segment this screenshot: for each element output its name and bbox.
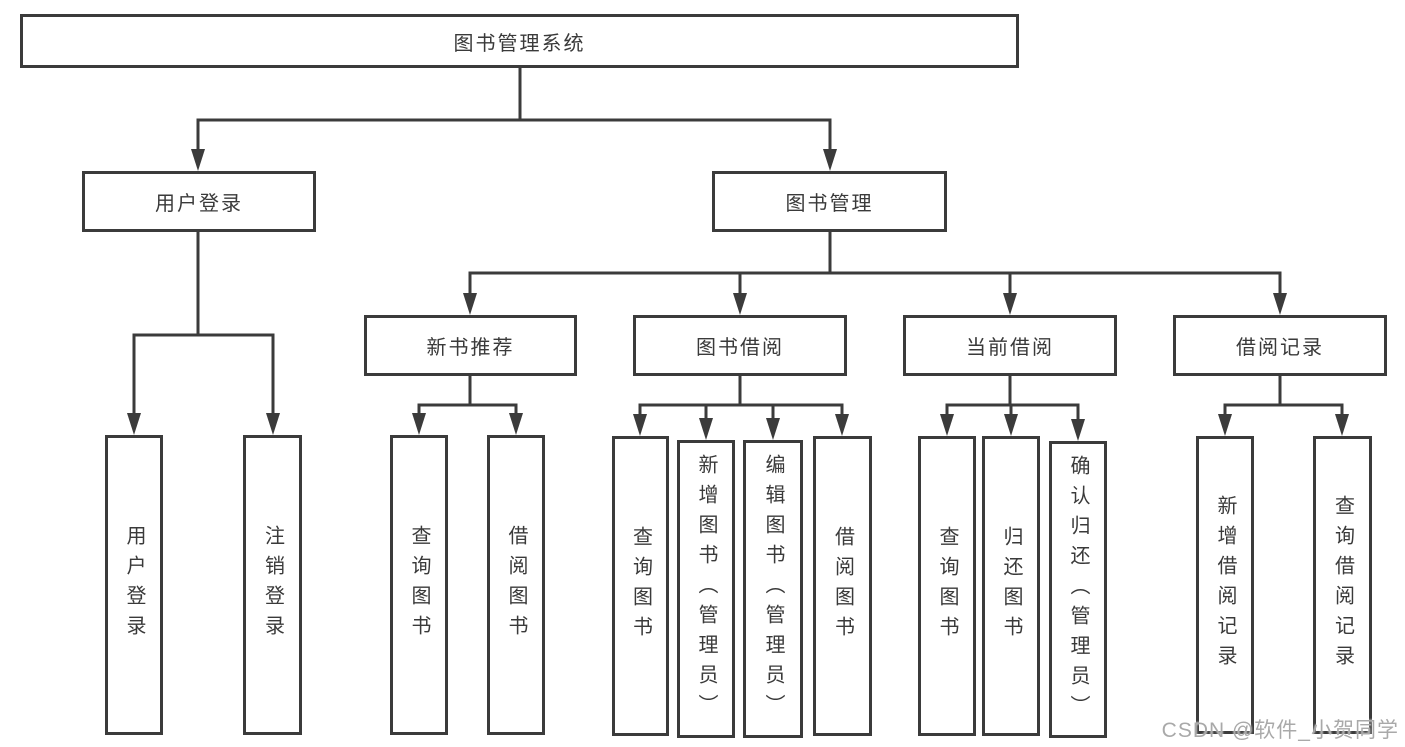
node-library-management-system: 图书管理系统 [20, 14, 1019, 68]
node-label: 借阅图书 [831, 526, 854, 646]
node-label: 当前借阅 [966, 337, 1054, 359]
node-label: 新增借阅记录 [1214, 495, 1236, 675]
node-label: 图书借阅 [696, 337, 784, 359]
node-label: 用户登录 [155, 193, 243, 215]
node-label: 新增图书（管理员） [695, 454, 717, 724]
leaf-edit-book-admin: 编辑图书（管理员） [743, 440, 803, 738]
leaf-add-borrow-record: 新增借阅记录 [1196, 436, 1254, 734]
node-label: 图书管理 [785, 193, 874, 215]
node-book-borrow: 图书借阅 [633, 315, 847, 376]
node-label: 图书管理系统 [453, 32, 586, 55]
node-label: 查询借阅记录 [1331, 495, 1354, 675]
node-label: 借阅图书 [505, 525, 527, 645]
leaf-return-book: 归还图书 [982, 436, 1040, 736]
node-label: 借阅记录 [1236, 337, 1324, 359]
leaf-user-login: 用户登录 [105, 435, 163, 735]
leaf-query-borrow-record: 查询借阅记录 [1313, 436, 1372, 734]
node-label: 注销登录 [261, 525, 284, 645]
node-label: 新书推荐 [426, 337, 515, 359]
node-label: 归还图书 [1000, 526, 1022, 646]
csdn-watermark: CSDN @软件_小贺同学 [1161, 719, 1399, 742]
node-user-login: 用户登录 [82, 171, 316, 232]
leaf-add-book-admin: 新增图书（管理员） [677, 440, 735, 738]
node-label: 查询图书 [629, 526, 652, 646]
leaf-logout: 注销登录 [243, 435, 302, 735]
node-label: 编辑图书（管理员） [762, 454, 784, 724]
leaf-query-book-current: 查询图书 [918, 436, 976, 736]
leaf-borrow-book: 借阅图书 [813, 436, 872, 736]
leaf-query-book-borrow: 查询图书 [612, 436, 669, 736]
node-label: 查询图书 [936, 526, 958, 646]
node-label: 确认归还（管理员） [1067, 454, 1089, 725]
node-label: 查询图书 [408, 525, 430, 645]
node-book-management: 图书管理 [712, 171, 947, 232]
leaf-query-book-recommend: 查询图书 [390, 435, 448, 735]
node-current-borrow: 当前借阅 [903, 315, 1117, 376]
node-new-book-recommend: 新书推荐 [364, 315, 577, 376]
leaf-borrow-book-recommend: 借阅图书 [487, 435, 545, 735]
leaf-confirm-return-admin: 确认归还（管理员） [1049, 441, 1107, 738]
node-label: 用户登录 [123, 525, 145, 645]
node-borrow-record: 借阅记录 [1173, 315, 1387, 376]
